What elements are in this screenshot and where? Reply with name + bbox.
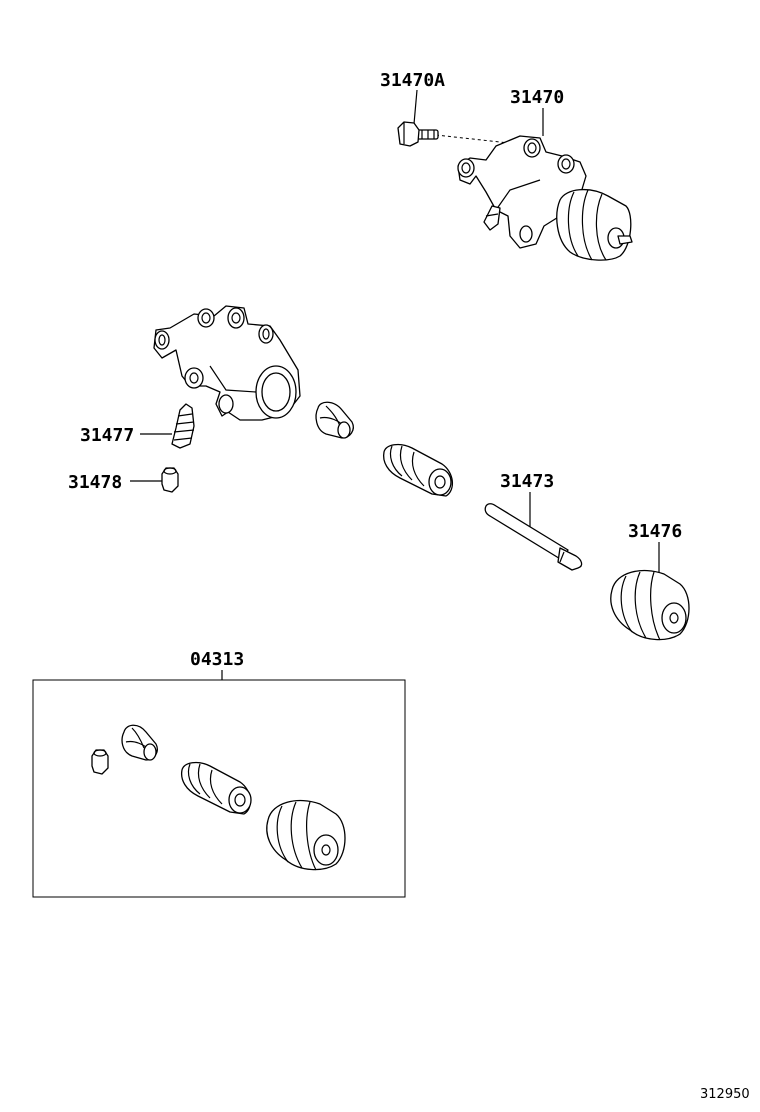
label-31470A: 31470A (380, 70, 445, 91)
kit-bleeder-cap (91, 749, 109, 775)
clutch-release-cylinder-assembly-31470 (457, 135, 633, 261)
kit-boot (266, 799, 346, 871)
kit-piston (180, 761, 252, 815)
bleeder-cap-31478 (161, 467, 179, 493)
cylinder-body (153, 305, 301, 421)
piston-cup (315, 401, 354, 439)
label-31476: 31476 (628, 521, 682, 542)
push-rod-31473 (484, 503, 583, 571)
bleeder-plug-31477 (171, 403, 195, 449)
label-31478: 31478 (68, 472, 122, 493)
leader-lines (130, 89, 660, 680)
diagram-reference-number: 312950 (700, 1087, 750, 1102)
label-04313: 04313 (190, 649, 244, 670)
label-31477: 31477 (80, 425, 134, 446)
repair-kit-box-04313 (32, 679, 406, 898)
boot-31476 (610, 569, 690, 641)
bolt-31470a (397, 121, 439, 147)
piston (382, 443, 453, 497)
kit-piston-cup (121, 724, 158, 761)
label-31470: 31470 (510, 87, 564, 108)
label-31473: 31473 (500, 471, 554, 492)
